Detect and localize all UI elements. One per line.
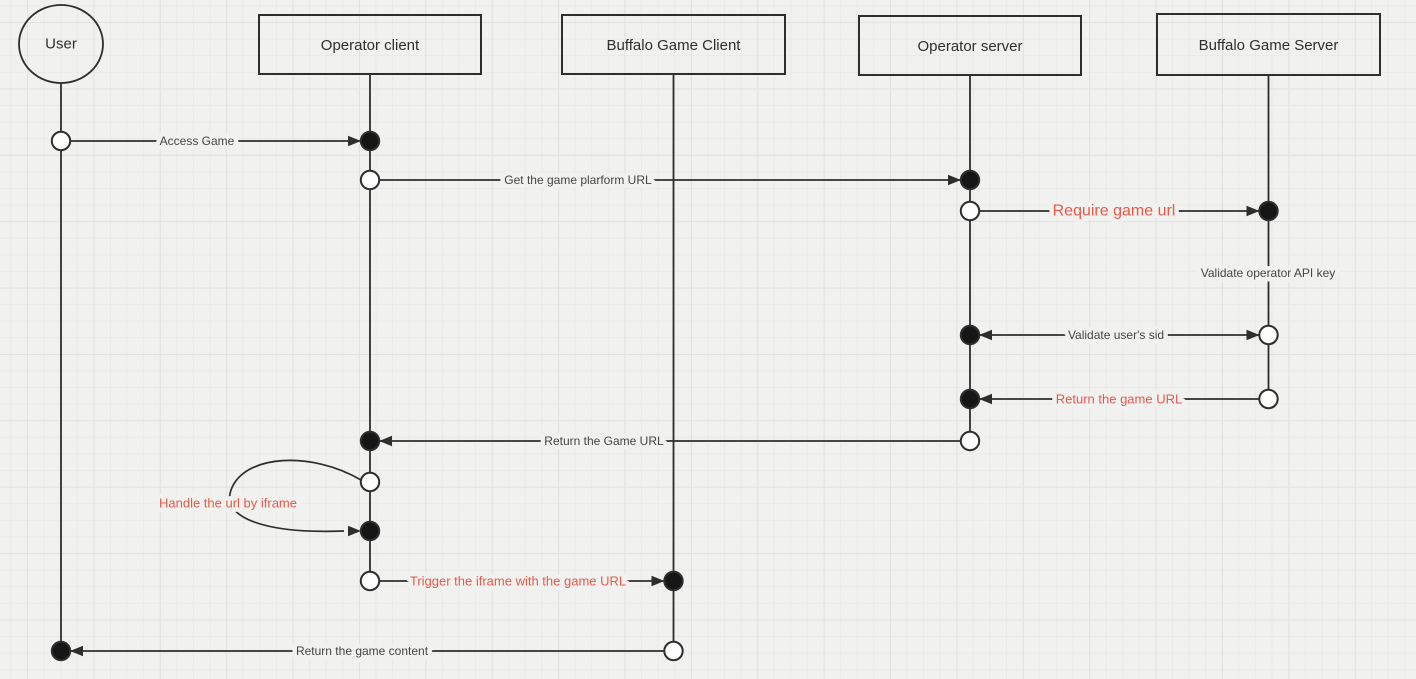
open-circle[interactable] xyxy=(959,200,981,222)
message-label[interactable]: Trigger the iframe with the game URL xyxy=(405,569,630,593)
actor-label-buffalo-game-client: Buffalo Game Client xyxy=(607,37,742,54)
note-validate-api-key[interactable]: Validate operator API key xyxy=(1196,262,1340,285)
arrowhead-icon xyxy=(348,525,361,537)
filled-circle[interactable] xyxy=(359,520,381,542)
actor-user[interactable]: User xyxy=(18,4,104,84)
open-circle[interactable] xyxy=(50,130,72,152)
message-get-game-platform-url[interactable]: Get the game plarform URL xyxy=(359,169,981,192)
actor-buffalo-game-client[interactable]: Buffalo Game Client xyxy=(561,14,786,75)
self-loop-curve[interactable] xyxy=(228,459,362,533)
message-label[interactable]: Require game url xyxy=(1048,198,1180,224)
arrowhead-icon xyxy=(979,393,992,405)
message-label[interactable]: Return the Game URL xyxy=(540,430,669,453)
actor-label-operator-client: Operator client xyxy=(321,37,420,54)
actor-box-buffalo-game-server[interactable] xyxy=(1156,13,1381,76)
message-label[interactable]: Get the game plarform URL xyxy=(500,169,657,192)
message-access-game[interactable]: Access Game xyxy=(50,130,381,153)
message-label[interactable]: Validate user's sid xyxy=(1063,324,1168,347)
message-return-the-game-url[interactable]: Return the game URL xyxy=(959,387,1279,411)
self-loop-handle-url-by-iframe[interactable]: Handle the url by iframe xyxy=(154,459,381,542)
filled-circle[interactable] xyxy=(959,324,981,346)
message-validate-users-sid[interactable]: Validate user's sid xyxy=(959,324,1279,347)
filled-circle[interactable] xyxy=(1258,200,1279,222)
message-trigger-iframe[interactable]: Trigger the iframe with the game URL xyxy=(359,569,684,593)
note-label[interactable]: Validate operator API key xyxy=(1196,262,1340,285)
open-circle[interactable] xyxy=(1258,388,1279,410)
message-return-game-content[interactable]: Return the game content xyxy=(50,640,684,663)
message-label[interactable]: Access Game xyxy=(155,130,239,153)
actor-box-buffalo-game-client[interactable] xyxy=(561,14,786,75)
actor-box-operator-server[interactable] xyxy=(858,15,1082,76)
filled-circle[interactable] xyxy=(959,388,981,410)
actor-operator-server[interactable]: Operator server xyxy=(858,15,1082,76)
filled-circle[interactable] xyxy=(50,640,72,662)
open-circle[interactable] xyxy=(359,570,381,592)
open-circle[interactable] xyxy=(359,471,381,493)
message-require-game-url[interactable]: Require game url xyxy=(959,198,1279,224)
message-label[interactable]: Return the game URL xyxy=(1051,387,1186,411)
self-loop-label[interactable]: Handle the url by iframe xyxy=(154,491,301,515)
actor-label-user: User xyxy=(45,36,77,53)
arrowhead-icon xyxy=(979,329,992,341)
actor-buffalo-game-server[interactable]: Buffalo Game Server xyxy=(1156,13,1381,76)
arrowhead-icon xyxy=(379,435,392,447)
actor-ellipse-user[interactable] xyxy=(18,4,104,84)
open-circle[interactable] xyxy=(663,640,684,662)
message-return-the-game-url-client[interactable]: Return the Game URL xyxy=(359,430,981,453)
message-label[interactable]: Return the game content xyxy=(291,640,433,663)
actor-operator-client[interactable]: Operator client xyxy=(258,14,482,75)
arrowhead-icon xyxy=(948,174,961,186)
actor-box-operator-client[interactable] xyxy=(258,14,482,75)
actor-label-operator-server: Operator server xyxy=(917,38,1022,55)
arrowhead-icon xyxy=(1246,329,1260,341)
arrowhead-icon xyxy=(70,645,83,657)
open-circle[interactable] xyxy=(359,169,381,191)
arrowhead-icon xyxy=(651,575,665,587)
actor-label-buffalo-game-server: Buffalo Game Server xyxy=(1199,37,1339,54)
open-circle[interactable] xyxy=(1258,324,1279,346)
filled-circle[interactable] xyxy=(359,130,381,152)
filled-circle[interactable] xyxy=(663,570,684,592)
arrowhead-icon xyxy=(348,135,361,147)
filled-circle[interactable] xyxy=(959,169,981,191)
arrowhead-icon xyxy=(1246,205,1260,217)
open-circle[interactable] xyxy=(959,430,981,452)
filled-circle[interactable] xyxy=(359,430,381,452)
